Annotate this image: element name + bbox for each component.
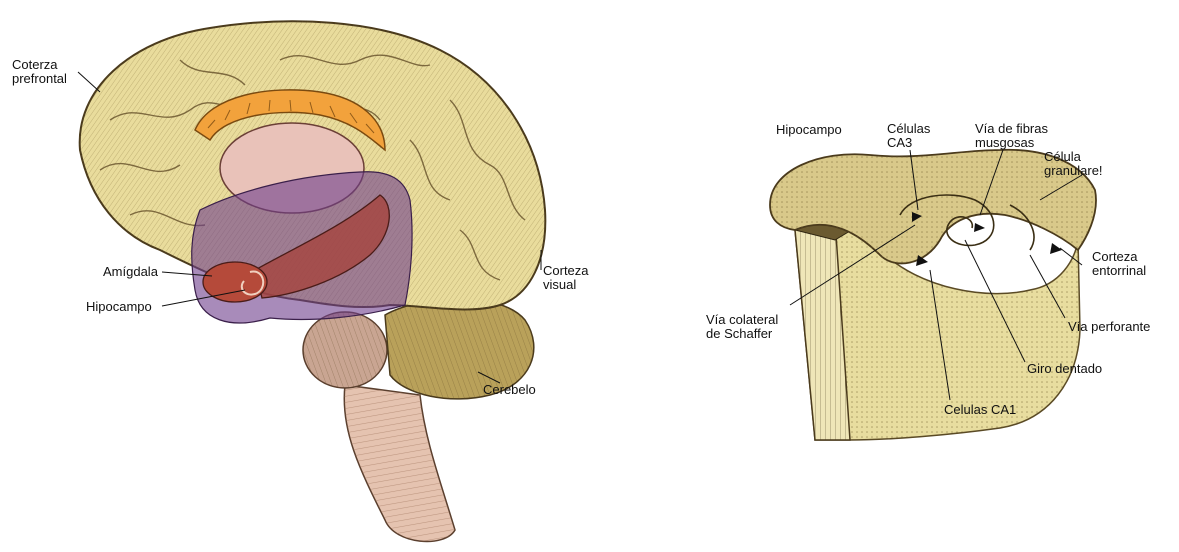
label-ca3-cells: Células CA3 (887, 122, 930, 150)
label-prefrontal-cortex: Coterza prefrontal (12, 58, 67, 86)
label-cerebellum: Cerebelo (483, 383, 536, 397)
label-amygdala: Amígdala (103, 265, 158, 279)
label-schaffer-collateral: Vía colateral de Schaffer (706, 313, 778, 341)
label-perforant-path: Vía perforante (1068, 320, 1150, 334)
label-entorhinal-cortex: Corteza entorrinal (1092, 250, 1146, 278)
label-hippocampus-brain: Hipocampo (86, 300, 152, 314)
label-dentate-gyrus: Giro dentado (1027, 362, 1102, 376)
label-granule-cell: Célula granulare! (1044, 150, 1103, 178)
label-mossy-fibers: Vía de fibras musgosas (975, 122, 1048, 150)
label-visual-cortex: Corteza visual (543, 264, 589, 292)
label-hippocampus-section: Hipocampo (776, 123, 842, 137)
label-ca1-cells: Celulas CA1 (944, 403, 1016, 417)
